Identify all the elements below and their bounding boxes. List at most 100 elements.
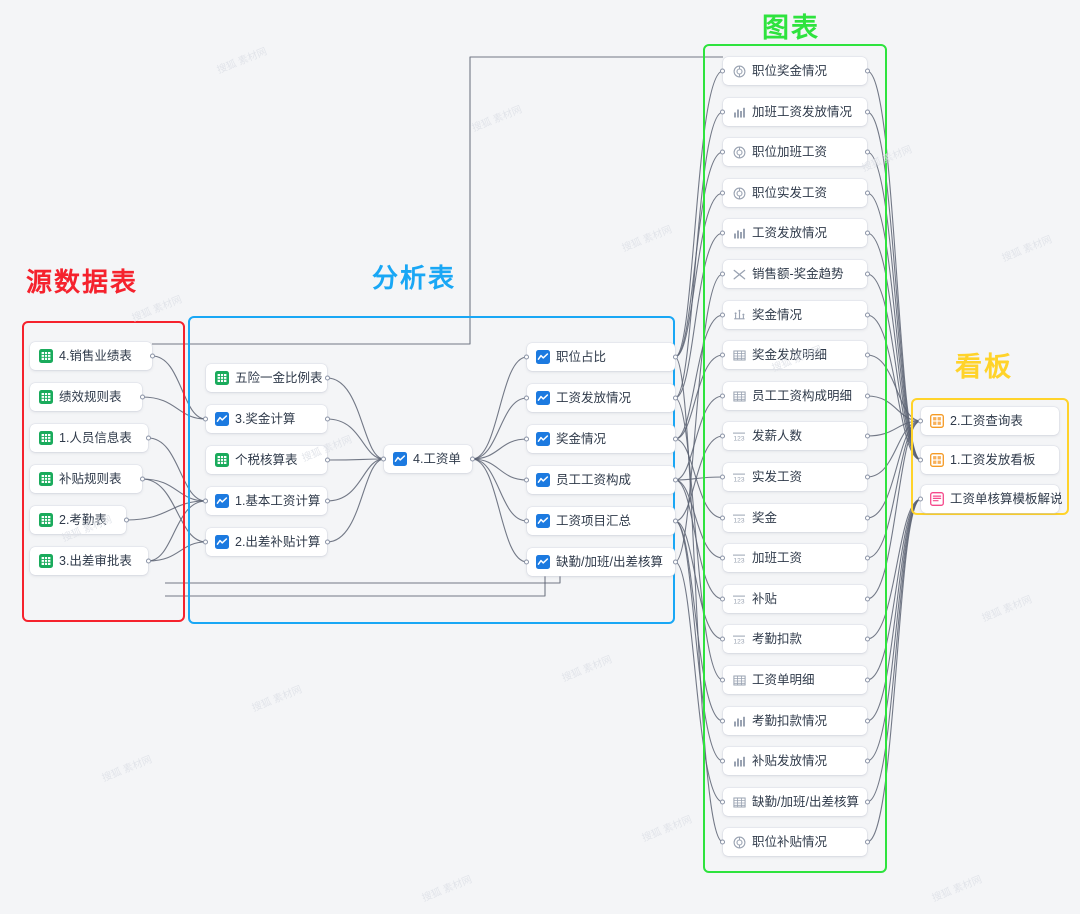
connector-port-left[interactable] — [918, 496, 923, 502]
connector-port-left[interactable] — [720, 312, 725, 318]
connector-port-right[interactable] — [470, 456, 475, 462]
connector-port-left[interactable] — [720, 636, 725, 642]
connector-port-left[interactable] — [203, 416, 208, 422]
chart-node[interactable]: 员工工资构成明细 — [720, 382, 870, 410]
chart-node[interactable]: 工资单明细 — [720, 666, 870, 694]
chart-node[interactable]: 职位奖金情况 — [720, 57, 870, 85]
connector-port-left[interactable] — [381, 456, 386, 462]
connector-port-right[interactable] — [865, 230, 870, 236]
connector-port-left[interactable] — [720, 677, 725, 683]
connector-port-right[interactable] — [325, 539, 330, 545]
connector-port-left[interactable] — [918, 457, 923, 463]
connector-port-left[interactable] — [720, 799, 725, 805]
connector-port-left[interactable] — [203, 539, 208, 545]
connector-port-left[interactable] — [720, 271, 725, 277]
connector-port-left[interactable] — [720, 149, 725, 155]
connector-port-right[interactable] — [865, 839, 870, 845]
chart-node[interactable]: 补贴发放情况 — [720, 747, 870, 775]
connector-port-right[interactable] — [865, 352, 870, 358]
connector-port-right[interactable] — [325, 457, 330, 463]
connector-port-left[interactable] — [720, 515, 725, 521]
analysis-input-node[interactable]: 1.基本工资计算 — [203, 487, 330, 515]
chart-node[interactable]: 考勤扣款情况 — [720, 707, 870, 735]
chart-node[interactable]: 缺勤/加班/出差核算 — [720, 788, 870, 816]
chart-node[interactable]: 销售额-奖金趋势 — [720, 260, 870, 288]
connector-port-right[interactable] — [865, 109, 870, 115]
analysis-output-node[interactable]: 职位占比 — [524, 343, 678, 371]
connector-port-right[interactable] — [325, 498, 330, 504]
analysis-input-node[interactable]: 3.奖金计算 — [203, 405, 330, 433]
connector-port-left[interactable] — [720, 839, 725, 845]
connector-port-right[interactable] — [673, 518, 678, 524]
dashboard-node[interactable]: 工资单核算模板解说 — [918, 485, 1063, 513]
connector-port-right[interactable] — [865, 596, 870, 602]
connector-port-left[interactable] — [720, 190, 725, 196]
analysis-input-node[interactable]: 个税核算表 — [206, 446, 330, 474]
connector-port-right[interactable] — [865, 799, 870, 805]
dashboard-node[interactable]: 2.工资查询表 — [918, 407, 1059, 435]
analysis-output-node[interactable]: 奖金情况 — [524, 425, 678, 453]
connector-port-right[interactable] — [865, 312, 870, 318]
connector-port-left[interactable] — [720, 433, 725, 439]
connector-port-right[interactable] — [140, 394, 145, 400]
connector-port-left[interactable] — [720, 393, 725, 399]
connector-port-right[interactable] — [325, 416, 330, 422]
connector-port-right[interactable] — [673, 559, 678, 565]
analysis-output-node[interactable]: 工资项目汇总 — [524, 507, 678, 535]
source-table-node[interactable]: 4.销售业绩表 — [30, 342, 155, 370]
analysis-input-node[interactable]: 2.出差补贴计算 — [203, 528, 330, 556]
connector-port-right[interactable] — [146, 435, 151, 441]
source-table-node[interactable]: 1.人员信息表 — [30, 424, 151, 452]
connector-port-right[interactable] — [140, 476, 145, 482]
connector-port-right[interactable] — [146, 558, 151, 564]
dashboard-node[interactable]: 1.工资发放看板 — [918, 446, 1059, 474]
connector-port-right[interactable] — [865, 271, 870, 277]
connector-port-right[interactable] — [865, 515, 870, 521]
connector-port-right[interactable] — [150, 353, 155, 359]
analysis-output-node[interactable]: 工资发放情况 — [524, 384, 678, 412]
connector-port-right[interactable] — [124, 517, 129, 523]
chart-node[interactable]: 加班工资发放情况 — [720, 98, 870, 126]
connector-port-left[interactable] — [720, 474, 725, 480]
analysis-output-node[interactable]: 缺勤/加班/出差核算 — [524, 548, 678, 576]
connector-port-right[interactable] — [865, 555, 870, 561]
connector-port-right[interactable] — [325, 375, 330, 381]
connector-port-right[interactable] — [865, 68, 870, 74]
analysis-input-node[interactable]: 五险一金比例表 — [206, 364, 330, 392]
connector-port-left[interactable] — [720, 718, 725, 724]
connector-port-right[interactable] — [673, 354, 678, 360]
connector-port-right[interactable] — [865, 393, 870, 399]
connector-port-left[interactable] — [524, 559, 529, 565]
connector-port-left[interactable] — [720, 352, 725, 358]
source-table-node[interactable]: 补贴规则表 — [30, 465, 145, 493]
chart-node[interactable]: 工资发放情况 — [720, 219, 870, 247]
connector-port-right[interactable] — [865, 636, 870, 642]
connector-port-right[interactable] — [865, 677, 870, 683]
analysis-output-node[interactable]: 员工工资构成 — [524, 466, 678, 494]
connector-port-left[interactable] — [524, 354, 529, 360]
connector-port-right[interactable] — [673, 395, 678, 401]
connector-port-left[interactable] — [524, 477, 529, 483]
connector-port-left[interactable] — [720, 596, 725, 602]
connector-port-left[interactable] — [203, 498, 208, 504]
connector-port-right[interactable] — [673, 436, 678, 442]
chart-node[interactable]: 职位加班工资 — [720, 138, 870, 166]
connector-port-right[interactable] — [865, 433, 870, 439]
chart-node[interactable]: 奖金发放明细 — [720, 341, 870, 369]
chart-node[interactable]: 职位实发工资 — [720, 179, 870, 207]
connector-port-left[interactable] — [524, 395, 529, 401]
source-table-node[interactable]: 2.考勤表 — [30, 506, 129, 534]
connector-port-left[interactable] — [918, 418, 923, 424]
chart-node[interactable]: 奖金情况 — [720, 301, 870, 329]
connector-port-left[interactable] — [720, 555, 725, 561]
connector-port-right[interactable] — [865, 758, 870, 764]
connector-port-left[interactable] — [720, 230, 725, 236]
connector-port-right[interactable] — [865, 149, 870, 155]
connector-port-right[interactable] — [865, 718, 870, 724]
connector-port-left[interactable] — [524, 436, 529, 442]
